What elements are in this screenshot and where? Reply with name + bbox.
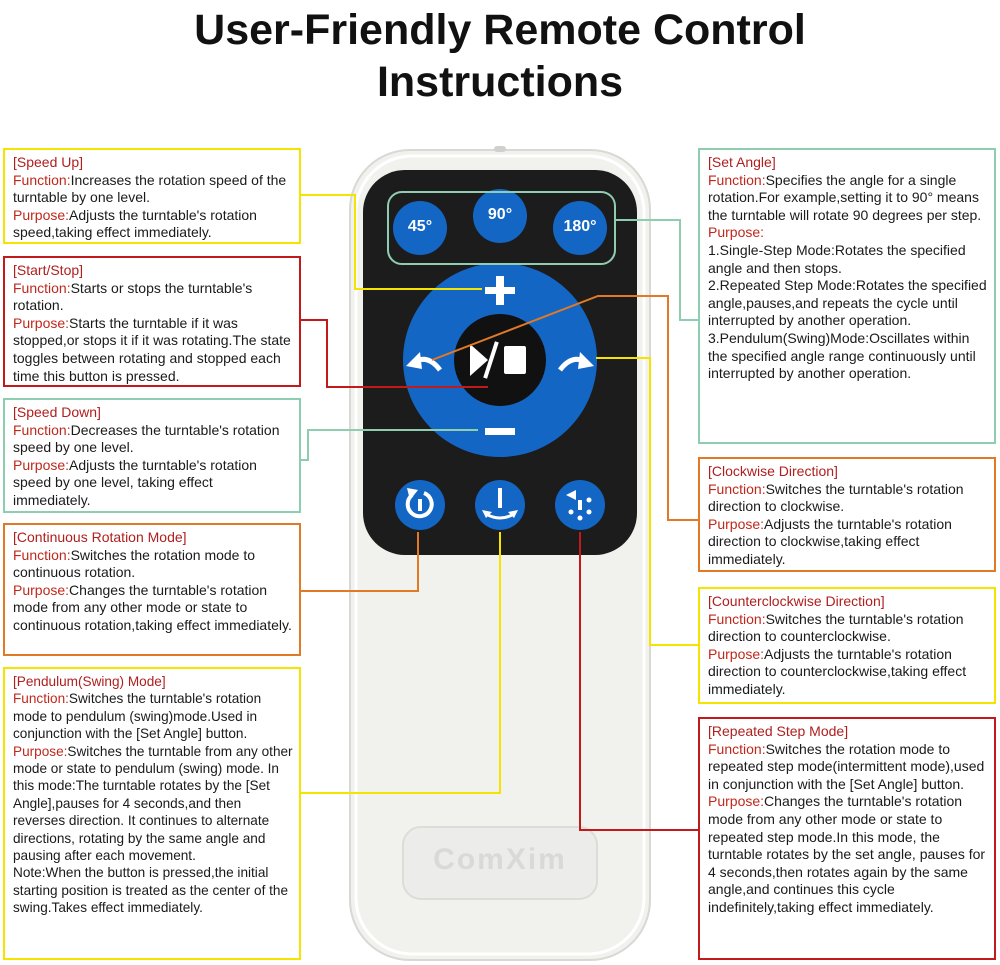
minus-icon [485, 428, 515, 435]
clockwise-box: [Clockwise Direction] Function:Switches … [698, 457, 996, 572]
function-label: Function: [13, 546, 71, 563]
purpose-text: Adjusts the turntable's rotation speed b… [13, 456, 257, 508]
purpose-label: Purpose: [708, 515, 765, 532]
function-label: Function: [708, 610, 766, 627]
function-text: Starts or stops the turntable's rotation… [13, 279, 253, 314]
counterclockwise-heading: [Counterclockwise Direction] [708, 593, 885, 609]
continuous-rotation-icon [405, 491, 434, 519]
brand-plate [402, 826, 598, 900]
purpose-label: Purpose: [13, 314, 70, 331]
purpose-text: Switches the turntable from any other mo… [13, 743, 293, 864]
repeated-step-heading: [Repeated Step Mode] [708, 723, 849, 739]
function-text: Switches the rotation mode to continuous… [13, 546, 256, 581]
function-label: Function: [13, 279, 71, 296]
title-line-1: User-Friendly Remote Control [194, 6, 806, 54]
purpose-text: Changes the turntable's rotation mode fr… [13, 581, 292, 633]
angle-90-label[interactable]: 90° [487, 206, 513, 223]
function-label: Function: [708, 171, 766, 188]
speed-up-box: [Speed Up] Function:Increases the rotati… [3, 148, 301, 244]
purpose-text: Changes the turntable's rotation mode fr… [708, 793, 986, 915]
play-pause-icon [470, 341, 526, 379]
start-stop-box: [Start/Stop] Function:Starts or stops th… [3, 256, 301, 387]
continuous-rotation-box: [Continuous Rotation Mode] Function:Swit… [3, 523, 301, 656]
title-line-2: Instructions [376, 58, 624, 106]
purpose-text: Starts the turntable if it was stopped,o… [13, 314, 291, 384]
function-label: Function: [708, 480, 766, 497]
counterclockwise-box: [Counterclockwise Direction] Function:Sw… [698, 587, 996, 704]
purpose-label: Purpose: [13, 743, 68, 759]
purpose-text: Adjusts the turntable's rotation speed,t… [13, 206, 257, 241]
function-text: Switches the rotation mode to repeated s… [708, 740, 985, 792]
speed-down-box: [Speed Down] Function:Decreases the turn… [3, 398, 301, 513]
pendulum-box: [Pendulum(Swing) Mode] Function:Switches… [3, 667, 301, 960]
function-label: Function: [13, 171, 71, 188]
set-angle-item-1: 1.Single-Step Mode:Rotates the specified… [708, 241, 966, 276]
pendulum-icon [482, 488, 518, 520]
purpose-label: Purpose: [708, 224, 765, 241]
start-stop-button [454, 314, 546, 406]
purpose-label: Purpose: [13, 206, 70, 223]
function-text: Increases the rotation speed of the turn… [13, 171, 287, 206]
pendulum-note: Note:When the button is pressed,the init… [13, 865, 289, 916]
set-angle-item-3: 3.Pendulum(Swing)Mode:Oscillates within … [708, 329, 976, 382]
set-angle-item-2: 2.Repeated Step Mode:Rotates the specifi… [708, 277, 987, 329]
purpose-label: Purpose: [13, 456, 70, 473]
function-label: Function: [13, 691, 69, 707]
leader-lines [300, 191, 698, 831]
angle-45-button [393, 201, 447, 255]
purpose-label: Purpose: [13, 581, 70, 598]
function-text: Switches the turntable's rotation mode t… [13, 691, 262, 742]
purpose-text: Adjusts the turntable's rotation directi… [708, 645, 967, 697]
page-title: User-Friendly Remote Control Instruction… [0, 4, 1000, 108]
angle-90-button [473, 189, 527, 243]
angle-45-label[interactable]: 45° [407, 218, 433, 235]
function-text: Switches the turntable's rotation direct… [708, 610, 964, 645]
start-stop-heading: [Start/Stop] [13, 262, 84, 278]
purpose-label: Purpose: [708, 793, 765, 810]
purpose-label: Purpose: [708, 645, 765, 662]
function-text: Switches the turntable's rotation direct… [708, 480, 964, 515]
set-angle-heading: [Set Angle] [708, 154, 776, 170]
function-text: Specifies the angle for a single rotatio… [708, 171, 982, 223]
set-angle-box: [Set Angle] Function:Specifies the angle… [698, 148, 996, 444]
repeated-step-box: [Repeated Step Mode] Function:Switches t… [698, 717, 996, 960]
purpose-text: Adjusts the turntable's rotation directi… [708, 515, 952, 567]
function-label: Function: [708, 740, 766, 757]
speed-down-heading: [Speed Down] [13, 404, 101, 420]
function-text: Decreases the turntable's rotation speed… [13, 421, 280, 456]
function-label: Function: [13, 421, 71, 438]
continuous-rotation-heading: [Continuous Rotation Mode] [13, 529, 187, 545]
pendulum-heading: [Pendulum(Swing) Mode] [13, 674, 166, 689]
angle-180-label[interactable]: 180° [563, 218, 597, 235]
repeated-step-icon [566, 490, 592, 521]
brand-logo: ComXim [433, 843, 567, 876]
clockwise-heading: [Clockwise Direction] [708, 463, 838, 479]
angle-180-button [553, 201, 607, 255]
speed-up-heading: [Speed Up] [13, 154, 84, 170]
